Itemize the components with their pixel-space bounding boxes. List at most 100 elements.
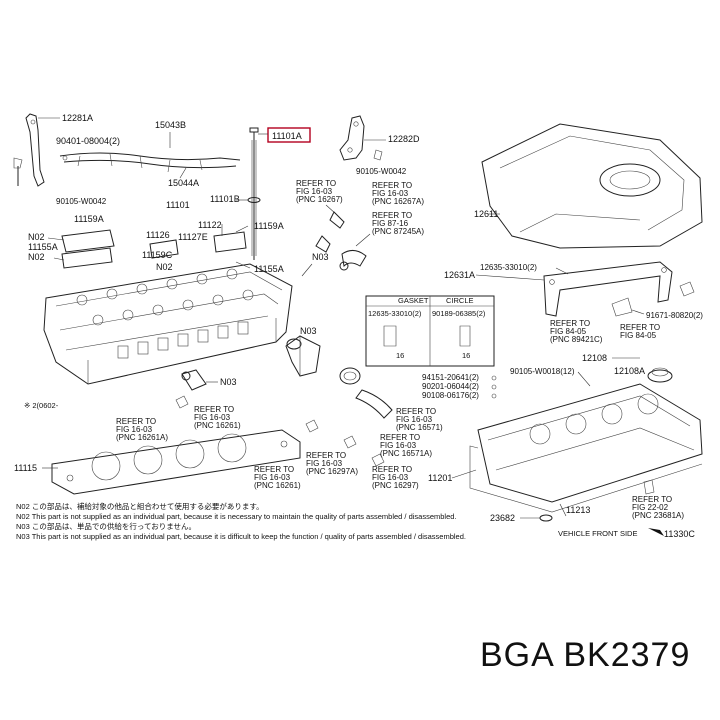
part-label: 94151-20641(2) <box>422 373 479 382</box>
part-label: 11101 <box>166 200 190 210</box>
svg-text:REFER TO: REFER TO <box>372 211 412 220</box>
svg-text:REFER TO: REFER TO <box>296 179 336 188</box>
part-label: N02 <box>28 232 45 242</box>
part-label: 11159A <box>74 214 104 224</box>
part-label: 11126 <box>146 230 170 240</box>
svg-text:(PNC 23681A): (PNC 23681A) <box>632 511 684 520</box>
svg-text:REFER TO: REFER TO <box>254 465 294 474</box>
oil-filler-cap <box>647 367 673 383</box>
gasket-ring <box>539 514 553 522</box>
part-label: 11213 <box>566 505 590 515</box>
refer-to-16261-a: REFER TO FIG 16-03 (PNC 16261) <box>194 405 241 430</box>
part-label: 11330C <box>664 529 695 539</box>
svg-text:(PNC 89421C): (PNC 89421C) <box>550 335 603 344</box>
part-label: 11155A <box>28 242 58 252</box>
water-outlet <box>285 335 321 377</box>
svg-text:16: 16 <box>396 351 404 360</box>
hose-fittings <box>315 211 367 271</box>
svg-text:CIRCLE: CIRCLE <box>446 296 474 305</box>
refer-to-23681a: REFER TO FIG 22-02 (PNC 23681A) <box>632 495 684 520</box>
part-label: 91671-80820(2) <box>646 311 703 320</box>
part-label: 23682 <box>490 513 515 523</box>
refer-to-16571: REFER TO FIG 16-03 (PNC 16571) <box>396 407 443 432</box>
svg-text:16: 16 <box>462 351 470 360</box>
svg-text:FIG 16-03: FIG 16-03 <box>194 413 231 422</box>
svg-text:(PNC 16261A): (PNC 16261A) <box>116 433 168 442</box>
svg-text:REFER TO: REFER TO <box>620 323 660 332</box>
svg-text:REFER TO: REFER TO <box>372 465 412 474</box>
part-label: ※ 2(0602- <box>24 401 59 410</box>
front-side-label: VEHICLE FRONT SIDE <box>558 529 637 538</box>
part-label: 90105-W0018(12) <box>510 367 575 376</box>
coolant-hoses <box>339 367 393 419</box>
svg-text:(PNC 16297): (PNC 16297) <box>372 481 419 490</box>
svg-text:FIG 16-03: FIG 16-03 <box>396 415 433 424</box>
svg-text:REFER TO: REFER TO <box>396 407 436 416</box>
head-gasket-11115 <box>51 429 301 495</box>
svg-text:(PNC 16571A): (PNC 16571A) <box>380 449 432 458</box>
part-label: 11127E <box>178 232 208 242</box>
engine-cover-12611 <box>481 123 703 249</box>
svg-text:N03 This part is not supplied: N03 This part is not supplied as an indi… <box>16 532 466 541</box>
svg-text:N03 この部品は、単品での供給を行っておりません。: N03 この部品は、単品での供給を行っておりません。 <box>16 521 196 531</box>
svg-text:(PNC 87245A): (PNC 87245A) <box>372 227 424 236</box>
svg-text:N02 この部品は、補給対象の他品と組合わせて使用する必要: N02 この部品は、補給対象の他品と組合わせて使用する必要があります。 <box>16 501 264 511</box>
part-label: 12282D <box>388 134 420 144</box>
part-label: 12108 <box>582 353 607 363</box>
part-label: 11159C <box>142 250 173 260</box>
bearing-caps <box>61 229 247 269</box>
refer-to-16261-b: REFER TO FIG 16-03 (PNC 16261) <box>254 465 301 490</box>
part-label: 12281A <box>62 113 93 123</box>
svg-text:(PNC 16261): (PNC 16261) <box>254 481 301 490</box>
part-label: N03 <box>220 377 237 387</box>
svg-text:REFER TO: REFER TO <box>632 495 672 504</box>
svg-text:12635-33010(2): 12635-33010(2) <box>368 309 422 318</box>
svg-text:(PNC 16267A): (PNC 16267A) <box>372 197 424 206</box>
svg-text:FIG 16-03: FIG 16-03 <box>372 473 409 482</box>
part-label: 15043B <box>155 120 186 130</box>
part-label: 12611 <box>474 209 498 219</box>
svg-text:FIG 87-16: FIG 87-16 <box>372 219 409 228</box>
footnotes: N02 この部品は、補給対象の他品と組合わせて使用する必要があります。 N02 … <box>16 501 466 541</box>
highlight-box <box>267 127 311 143</box>
part-label: 90108-06176(2) <box>422 391 479 400</box>
brand-part-number: BGA BK2379 <box>480 636 691 674</box>
svg-text:GASKET: GASKET <box>398 296 429 305</box>
refer-to-16297a: REFER TO FIG 16-03 (PNC 16297A) <box>306 451 358 476</box>
part-label: 15044A <box>168 178 199 188</box>
part-label: 12631A <box>444 270 475 280</box>
svg-text:N02 This part is not supplied: N02 This part is not supplied as an indi… <box>16 512 457 521</box>
svg-text:FIG 84-05: FIG 84-05 <box>620 331 657 340</box>
svg-text:FIG 84-05: FIG 84-05 <box>550 327 587 336</box>
wire-harness-15043b <box>59 152 241 173</box>
svg-text:(PNC 16571): (PNC 16571) <box>396 423 443 432</box>
part-label: N02 <box>28 252 45 262</box>
refer-to-84-05: REFER TO FIG 84-05 <box>620 323 660 340</box>
part-label: N03 <box>312 252 329 262</box>
small-fittings <box>175 395 385 467</box>
part-label: 90201-06044(2) <box>422 382 479 391</box>
refer-to-16267: REFER TO FIG 16-03 (PNC 16267) <box>296 179 343 204</box>
refer-to-87245a: REFER TO FIG 87-16 (PNC 87245A) <box>372 211 424 236</box>
inset-box: GASKET CIRCLE 12635-33010(2) 90189-06385… <box>365 295 495 367</box>
part-label: 90401-08004(2) <box>56 136 120 146</box>
head-bolt-11101a <box>249 127 259 260</box>
part-label: 11159A <box>254 221 284 231</box>
bracket-12282d <box>339 115 365 161</box>
part-label: 12635-33010(2) <box>480 263 537 272</box>
svg-text:FIG 16-03: FIG 16-03 <box>254 473 291 482</box>
svg-text:FIG 16-03: FIG 16-03 <box>306 459 343 468</box>
part-label: 90105-W0042 <box>56 197 107 206</box>
part-label: 11101B <box>210 194 240 204</box>
part-label: 11201 <box>428 473 452 483</box>
svg-text:REFER TO: REFER TO <box>550 319 590 328</box>
svg-text:FIG 16-03: FIG 16-03 <box>116 425 153 434</box>
svg-text:FIG 16-03: FIG 16-03 <box>380 441 417 450</box>
cover-bracket-12631a <box>543 261 673 317</box>
refer-to-89421c: REFER TO FIG 84-05 (PNC 89421C) <box>550 319 603 344</box>
part-label: 11115 <box>14 463 37 473</box>
svg-text:REFER TO: REFER TO <box>116 417 156 426</box>
svg-text:FIG 16-03: FIG 16-03 <box>372 189 409 198</box>
svg-text:(PNC 16267): (PNC 16267) <box>296 195 343 204</box>
part-label: N03 <box>300 326 317 336</box>
